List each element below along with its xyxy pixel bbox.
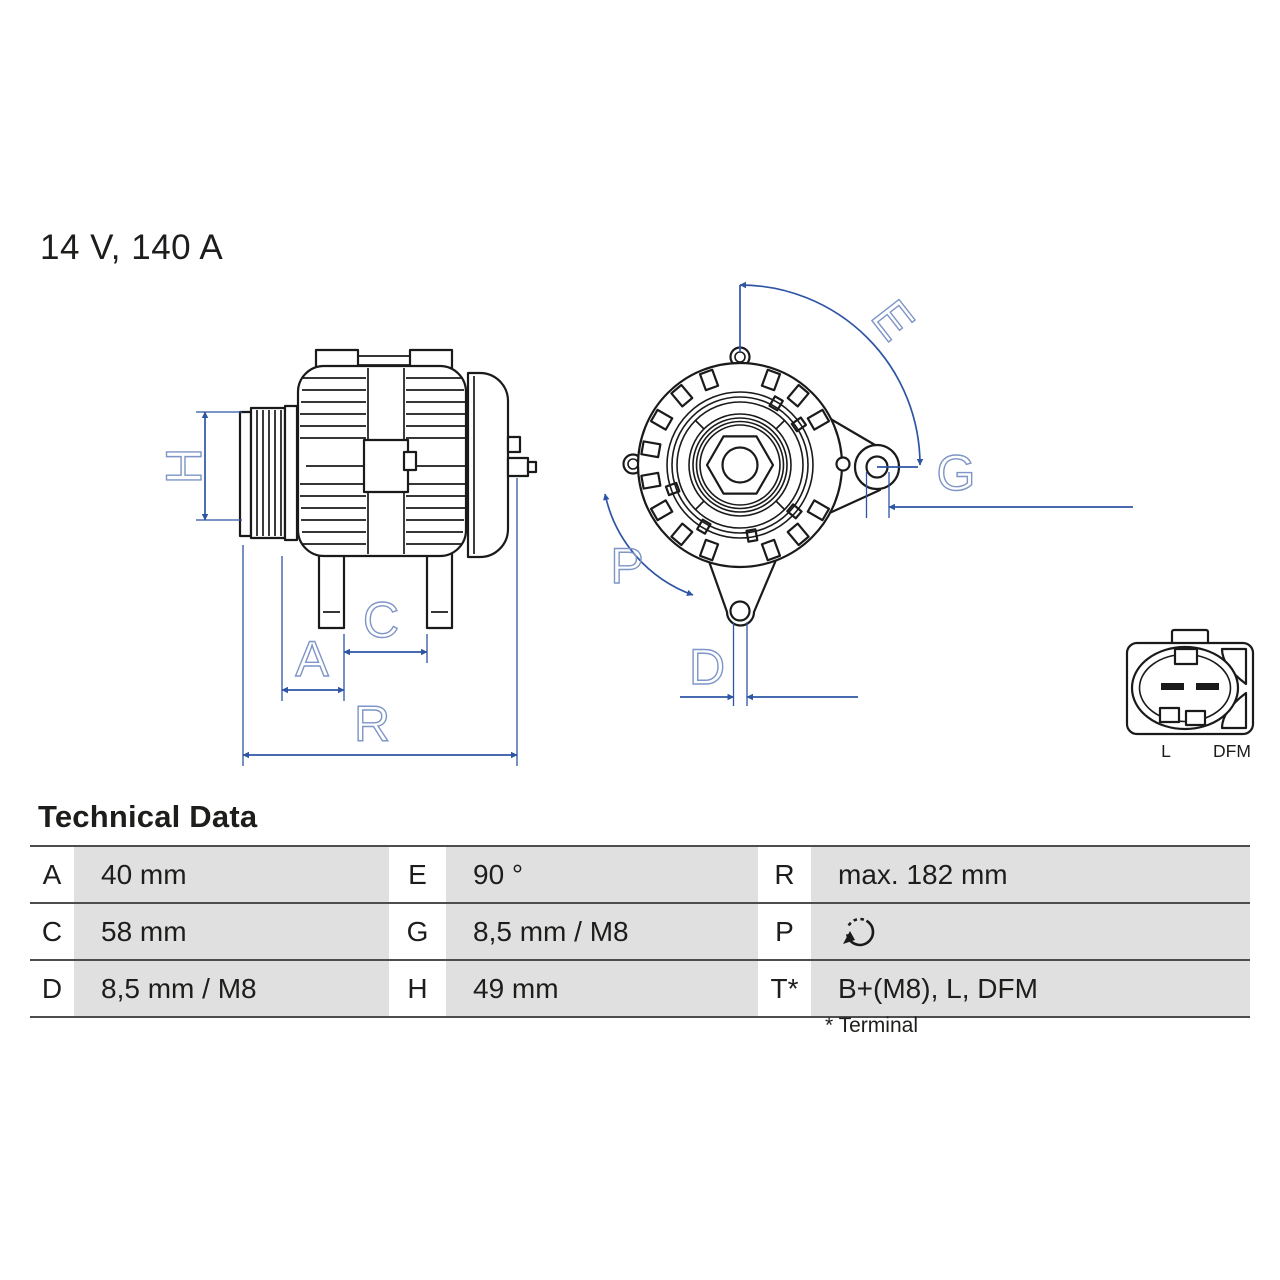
connector-drawing: L DFM <box>1125 628 1255 761</box>
cooling-fins-front <box>300 377 366 545</box>
dim-key-cell: D <box>30 961 74 1016</box>
dimension-label-r: R <box>354 696 390 752</box>
dim-value-cell: 58 mm <box>74 904 389 959</box>
dim-key-cell: H <box>389 961 446 1016</box>
dimension-label-h: H <box>156 448 212 484</box>
rear-cover <box>466 371 510 559</box>
connector-pin-label-l: L <box>1161 741 1171 761</box>
pin-DFM <box>1196 683 1219 690</box>
dim-value-cell: 90 ° <box>446 847 758 902</box>
table-row: A 40 mm E 90 ° R max. 182 mm <box>30 845 1250 902</box>
dim-key-cell: R <box>758 847 811 902</box>
counterclockwise-rotation-icon <box>843 917 875 946</box>
technical-data-table: A 40 mm E 90 ° R max. 182 mm C 58 mm G 8… <box>30 845 1250 1018</box>
dim-key-cell: E <box>389 847 446 902</box>
dim-key-cell: C <box>30 904 74 959</box>
dim-key-cell: T* <box>758 961 811 1016</box>
front-view-drawing: E G P D <box>603 281 1133 706</box>
dim-value-cell: 8,5 mm / M8 <box>446 904 758 959</box>
table-row: C 58 mm G 8,5 mm / M8 P <box>30 902 1250 959</box>
dim-key-cell: A <box>30 847 74 902</box>
dim-value-cell <box>811 904 1250 959</box>
cooling-fins-rear <box>406 377 465 545</box>
dim-value-cell: B+(M8), L, DFM <box>811 961 1250 1016</box>
pulley <box>238 404 299 542</box>
dim-value-cell: 49 mm <box>446 961 758 1016</box>
dimension-label-a: A <box>295 631 329 687</box>
side-view-drawing: H A C R <box>155 348 538 766</box>
dimension-label-d: D <box>689 639 725 695</box>
terminal-footnote: * Terminal <box>825 1014 918 1037</box>
terminal-stud-small <box>506 435 522 454</box>
terminal-stud-bplus <box>506 456 530 478</box>
table-row: D 8,5 mm / M8 H 49 mm T* B+(M8), L, DFM <box>30 959 1250 1016</box>
dimension-label-c: C <box>363 592 399 648</box>
foot-hole <box>729 600 751 622</box>
dim-value-cell: 8,5 mm / M8 <box>74 961 389 1016</box>
dimension-label-g: G <box>937 445 976 501</box>
dimension-label-p: P <box>610 538 643 594</box>
pin-L <box>1161 683 1184 690</box>
section-heading: Technical Data <box>38 799 258 834</box>
dim-value-cell: max. 182 mm <box>811 847 1250 902</box>
dim-key-cell: G <box>389 904 446 959</box>
alternator-technical-drawing: H A C R <box>155 281 1255 766</box>
connector-pin-label-dfm: DFM <box>1213 741 1251 761</box>
page-title: 14 V, 140 A <box>40 228 224 267</box>
dim-key-cell: P <box>758 904 811 959</box>
dim-value-cell: 40 mm <box>74 847 389 902</box>
